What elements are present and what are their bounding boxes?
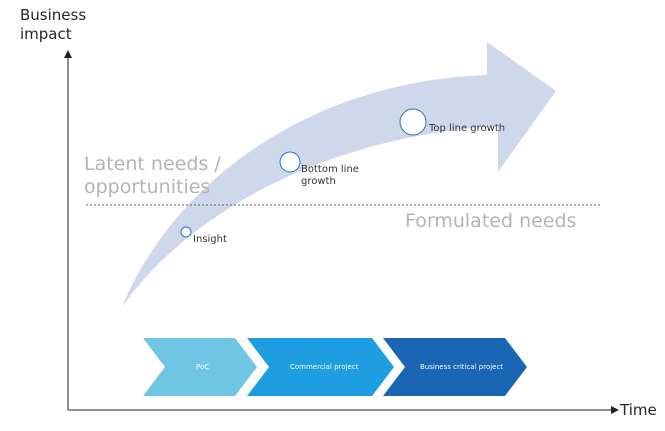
stage-poc-label: PoC: [196, 363, 210, 371]
y-axis-title: Business impact: [20, 6, 86, 44]
y-axis-title-line1: Business: [20, 6, 87, 24]
bottom-line-growth-line2: growth: [301, 176, 336, 187]
top-line-growth-label: Top line growth: [429, 123, 506, 134]
stage-commercial: [247, 338, 394, 396]
bottom-line-growth-line1: Bottom line: [301, 164, 359, 175]
stage-business-critical-label: Business critical project: [420, 363, 504, 371]
y-axis-title-line2: impact: [20, 25, 72, 43]
stage-poc: [143, 338, 257, 396]
stage-business-critical: [383, 338, 527, 396]
stage-commercial-label: Commercial project: [290, 363, 359, 371]
formulated-needs-label: Formulated needs: [405, 210, 577, 232]
bottom-line-circle: [279, 151, 301, 173]
latent-needs-line1: Latent needs /: [84, 153, 221, 175]
x-axis-title: Time: [620, 401, 657, 419]
top-line-circle: [399, 108, 427, 136]
latent-needs-label: Latent needs / opportunities: [84, 153, 221, 199]
insight-label: Insight: [193, 234, 227, 245]
latent-needs-line2: opportunities: [84, 176, 211, 198]
growth-arrow: [122, 42, 556, 307]
insight-circle: [180, 226, 192, 238]
bottom-line-growth-label: Bottom line growth: [301, 164, 359, 188]
